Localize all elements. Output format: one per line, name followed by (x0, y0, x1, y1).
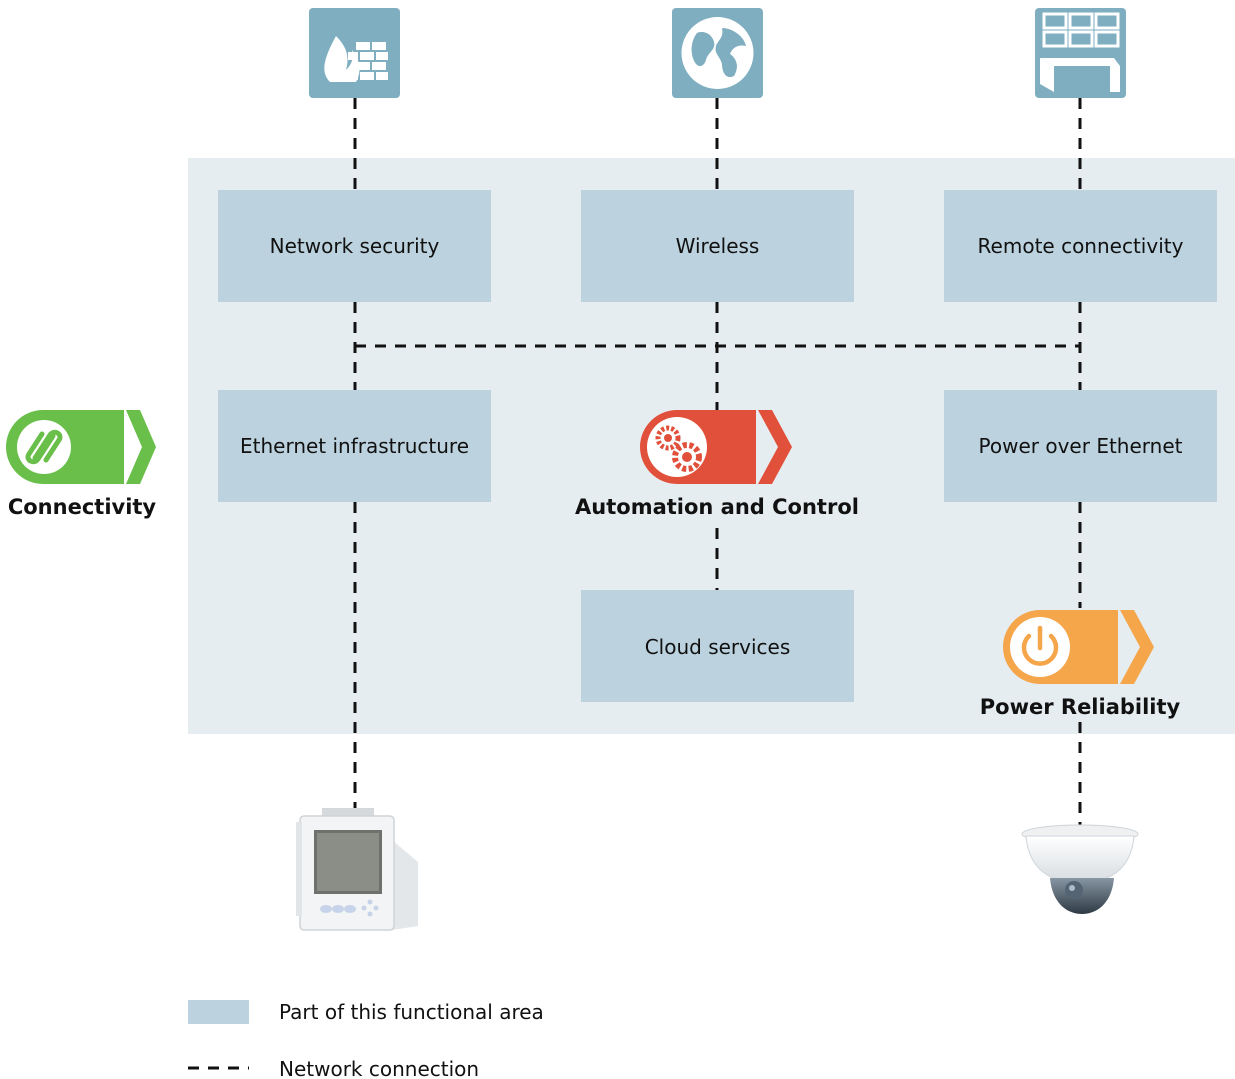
gears-icon (647, 417, 707, 477)
box-wireless: Wireless (581, 190, 854, 302)
power-icon (1010, 617, 1070, 677)
power-meter-device (296, 808, 418, 931)
automation-label: Automation and Control (575, 495, 859, 519)
box-ethernet-infrastructure-label: Ethernet infrastructure (240, 434, 469, 458)
box-remote-connectivity: Remote connectivity (944, 190, 1217, 302)
box-remote-connectivity-label: Remote connectivity (978, 234, 1184, 258)
connectivity-label: Connectivity (8, 495, 157, 519)
network-connections (353, 98, 1082, 830)
box-cloud-services: Cloud services (581, 590, 854, 702)
power-label: Power Reliability (980, 695, 1181, 719)
box-power-over-ethernet-label: Power over Ethernet (979, 434, 1183, 458)
box-network-security-label: Network security (270, 234, 440, 258)
box-power-over-ethernet: Power over Ethernet (944, 390, 1217, 502)
box-wireless-label: Wireless (676, 234, 760, 258)
legend: Part of this functional area Network con… (188, 1000, 544, 1079)
connectivity-badge: Connectivity (6, 410, 156, 519)
box-network-security: Network security (218, 190, 491, 302)
legend-connection-label: Network connection (279, 1057, 479, 1079)
video-wall-icon (1035, 8, 1126, 98)
legend-area-swatch (188, 1000, 249, 1024)
legend-area-label: Part of this functional area (279, 1000, 544, 1024)
automation-badge: Automation and Control (575, 410, 859, 519)
dome-camera-device (1021, 824, 1139, 914)
box-cloud-services-label: Cloud services (645, 635, 791, 659)
chain-link-icon (17, 420, 71, 474)
power-badge: Power Reliability (980, 610, 1181, 719)
globe-icon (672, 8, 763, 98)
firewall-icon (309, 8, 400, 98)
box-ethernet-infrastructure: Ethernet infrastructure (218, 390, 491, 502)
